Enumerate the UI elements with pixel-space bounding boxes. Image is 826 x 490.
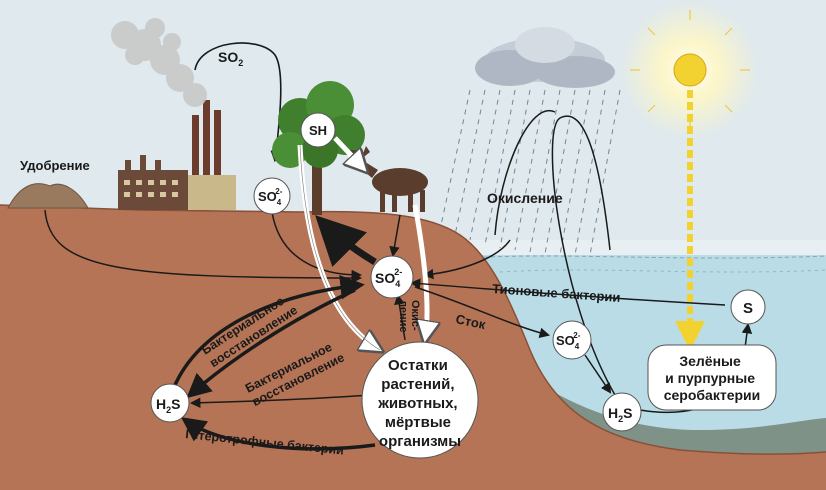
svg-text:S: S	[743, 300, 753, 317]
sun-icon	[630, 10, 750, 130]
s-node: S	[730, 289, 766, 325]
so4-uptake-arrow	[315, 215, 377, 268]
svg-text:SH: SH	[309, 123, 327, 138]
fertilizer-pile	[7, 183, 89, 209]
moose-to-so4-arrow	[389, 214, 401, 258]
svg-text:Зелёные и пурпурные: Зелёные и пурпурные серобактерии	[664, 353, 761, 403]
so2-label: SO2	[218, 49, 243, 68]
svg-text:H2S: H2S	[608, 405, 632, 424]
sh-node: SH	[300, 112, 336, 148]
moose-to-remains-arrow	[412, 204, 427, 340]
green-purple-bacteria-node: Зелёные и пурпурные серобактерии	[647, 344, 777, 411]
sh-to-moose-arrow	[333, 136, 365, 170]
runoff-arrow	[414, 286, 551, 338]
bacteria-to-s-arrow	[741, 322, 753, 349]
so4-plant-to-so4-arrow	[271, 211, 363, 281]
rain	[439, 89, 621, 256]
factory	[118, 100, 236, 210]
svg-text:SO42-: SO42-	[556, 331, 581, 351]
oxidation-label: Окисление	[487, 190, 563, 206]
smoke-cloud	[111, 18, 207, 107]
svg-text:SO42-: SO42-	[258, 187, 283, 207]
bacterial-reduction-1-arrow	[173, 274, 365, 386]
runoff-label: Сток	[454, 311, 487, 332]
h2s-water-node: H2S	[602, 392, 642, 432]
rain-cloud	[475, 27, 615, 88]
remains-to-h2s-arrow	[189, 394, 371, 409]
svg-text:H2S: H2S	[156, 396, 180, 415]
oxidation-loop	[551, 115, 616, 396]
remains-oxidation-label: Окис- ление	[397, 300, 421, 334]
thionic-arrow	[409, 278, 726, 306]
bacterial-reduction-2-arrow	[186, 288, 356, 399]
so4-water-to-h2s-arrow	[584, 354, 612, 394]
svg-text:SO42-: SO42-	[375, 267, 402, 289]
svg-text:Остатки растений,: Остатки растений, животных, мёртвые орга…	[377, 357, 462, 450]
remains-oxidation-arrow	[394, 293, 406, 341]
h2s-land-node: H2S	[150, 383, 190, 423]
so4-plant-node: SO42-	[253, 177, 291, 215]
heterotrophic-arrow	[181, 417, 376, 451]
so4-central-node: SO42-	[370, 255, 414, 299]
fertilizer-to-so4-arrow	[44, 209, 363, 284]
so4-water-node: SO42-	[552, 320, 592, 360]
remains-node: Остатки растений, животных, мёртвые орга…	[361, 341, 479, 459]
fertilizer-label: Удобрение	[20, 158, 90, 173]
